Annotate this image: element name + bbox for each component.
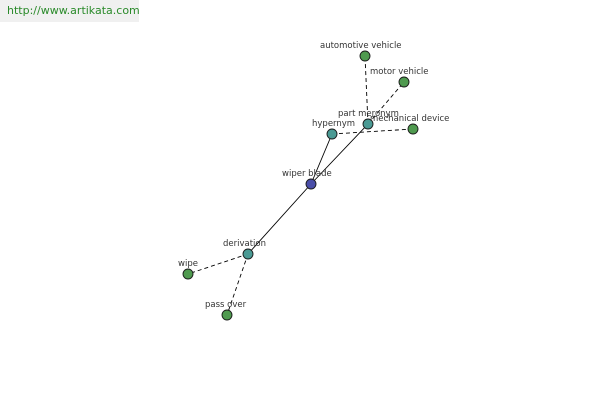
label-pass-over[interactable]: pass over xyxy=(205,300,247,310)
edge-wiper-blade-part-meronym xyxy=(310,123,369,185)
nodes-layer xyxy=(182,50,419,321)
site-url[interactable]: http://www.artikata.com xyxy=(7,4,140,17)
edges-layer xyxy=(187,55,414,316)
label-wipe[interactable]: wipe xyxy=(178,259,198,269)
node-mechanical-device[interactable] xyxy=(407,123,419,135)
node-hypernym[interactable] xyxy=(326,128,338,140)
edge-part-meronym-automotive-vehicle xyxy=(364,55,369,125)
node-wiper-blade[interactable] xyxy=(305,178,317,190)
edge-wiper-blade-hypernym xyxy=(310,133,333,185)
edge-hypernym-mechanical-device xyxy=(331,128,414,135)
node-automotive-vehicle[interactable] xyxy=(359,50,371,62)
edge-wiper-blade-derivation xyxy=(247,183,312,255)
label-part-meronym[interactable]: part meronym xyxy=(338,109,399,119)
node-pass-over[interactable] xyxy=(221,309,233,321)
edge-derivation-wipe xyxy=(187,253,249,275)
node-wipe[interactable] xyxy=(182,268,194,280)
node-derivation[interactable] xyxy=(242,248,254,260)
edge-derivation-pass-over xyxy=(226,253,249,316)
label-derivation[interactable]: derivation xyxy=(223,239,266,249)
label-hypernym[interactable]: hypernym xyxy=(312,119,355,129)
label-mechanical-device[interactable]: mechanical device xyxy=(370,114,449,124)
edge-part-meronym-motor-vehicle xyxy=(367,81,405,125)
label-motor-vehicle[interactable]: motor vehicle xyxy=(370,67,428,77)
label-automotive-vehicle[interactable]: automotive vehicle xyxy=(320,41,402,51)
node-part-meronym[interactable] xyxy=(362,118,374,130)
node-motor-vehicle[interactable] xyxy=(398,76,410,88)
label-wiper-blade[interactable]: wiper blade xyxy=(282,169,332,179)
url-banner: http://www.artikata.com xyxy=(0,0,140,22)
